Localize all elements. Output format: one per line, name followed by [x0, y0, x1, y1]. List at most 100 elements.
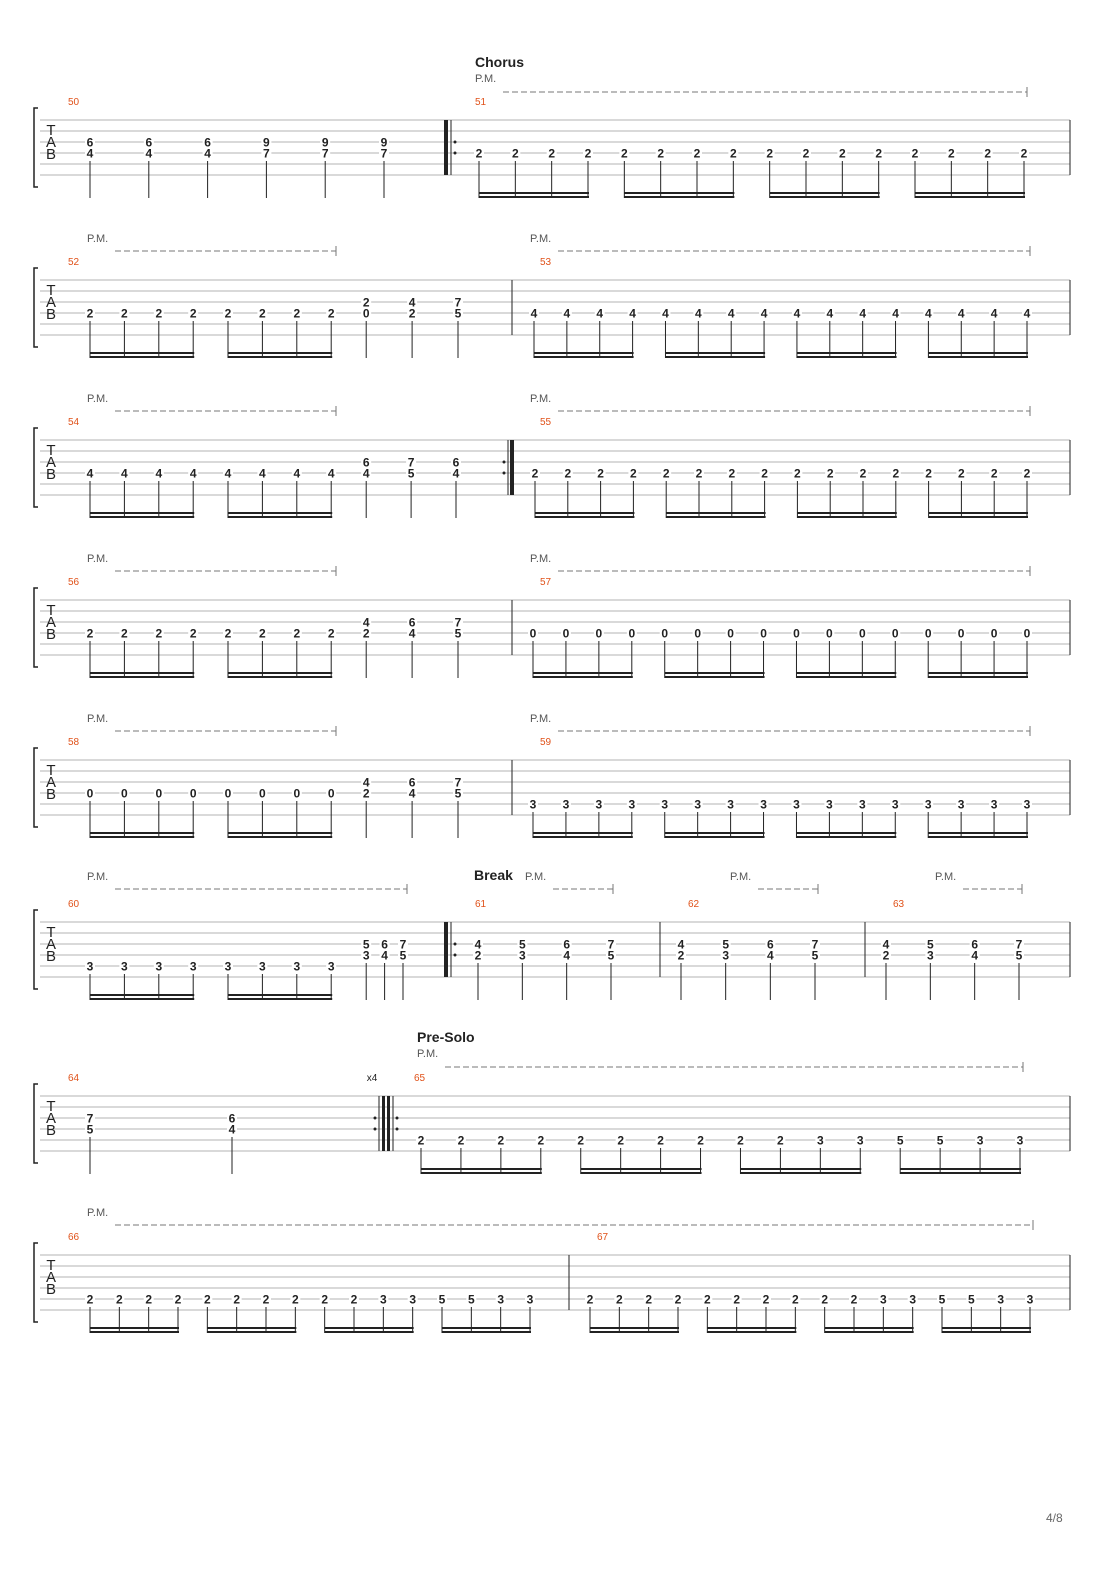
- fret-number: 0: [925, 627, 932, 641]
- fret-number: 4: [761, 307, 768, 321]
- fret-background: [726, 467, 737, 479]
- fret-number: 3: [880, 1293, 887, 1307]
- fret-number: 3: [817, 1134, 824, 1148]
- fret-number: 3: [259, 960, 266, 974]
- note: 4: [561, 307, 572, 358]
- fret-number: 7: [455, 616, 462, 630]
- note: 3: [525, 1293, 535, 1333]
- fret-background: [655, 147, 666, 159]
- fret-number: 0: [958, 627, 965, 641]
- fret-background: [119, 467, 130, 479]
- fret-background: [857, 307, 868, 319]
- fret-number: 2: [991, 467, 998, 481]
- fret-background: [455, 1134, 466, 1146]
- fret-background: [473, 938, 483, 950]
- fret-number: 3: [190, 960, 197, 974]
- note: 3: [626, 798, 637, 838]
- fret-number: 2: [697, 1134, 704, 1148]
- beam: [228, 356, 333, 358]
- fret-background: [764, 147, 775, 159]
- repeat-dot: [453, 942, 457, 946]
- note: 75: [1014, 938, 1024, 1000]
- measure-number: 54: [68, 417, 80, 428]
- fret-number: 2: [145, 1293, 152, 1307]
- note: 4: [791, 307, 802, 358]
- note: 2: [595, 467, 606, 518]
- fret-number: 7: [408, 456, 415, 470]
- beam: [624, 196, 735, 198]
- note: 0: [857, 627, 868, 678]
- fret-background: [202, 147, 213, 159]
- fret-number: 3: [121, 960, 128, 974]
- fret-number: 6: [563, 938, 570, 952]
- beam: [90, 994, 195, 996]
- fret-background: [810, 938, 820, 950]
- fret-number: 3: [563, 798, 570, 812]
- fret-background: [153, 787, 164, 799]
- fret-number: 2: [121, 307, 128, 321]
- fret-background: [1014, 949, 1024, 961]
- fret-number: 0: [190, 787, 197, 801]
- fret-background: [291, 960, 302, 972]
- beam: [928, 836, 1028, 838]
- fret-background: [1022, 307, 1032, 319]
- fret-background: [1014, 938, 1024, 950]
- note: 2: [1022, 467, 1032, 518]
- note: 0: [1022, 627, 1032, 678]
- fret-number: 2: [363, 787, 370, 801]
- fret-number: 0: [155, 787, 162, 801]
- fret-background: [969, 938, 980, 950]
- fret-number: 5: [455, 627, 462, 641]
- fret-number: 3: [1024, 798, 1031, 812]
- fret-number: 4: [531, 307, 538, 321]
- fret-number: 4: [363, 776, 370, 790]
- beam: [90, 516, 195, 518]
- fret-background: [398, 938, 408, 950]
- note: 75: [606, 938, 616, 1000]
- fret-number: 3: [155, 960, 162, 974]
- beam: [624, 192, 735, 194]
- note: 2: [792, 467, 803, 518]
- beam: [900, 1168, 1021, 1170]
- note: 2: [890, 467, 901, 518]
- note: 4: [890, 307, 901, 358]
- beam: [769, 192, 880, 194]
- fret-background: [982, 147, 993, 159]
- fret-background: [85, 1112, 95, 1124]
- fret-background: [114, 1293, 125, 1305]
- fret-number: 7: [87, 1112, 94, 1126]
- fret-background: [792, 467, 803, 479]
- measure-number: 51: [475, 97, 487, 108]
- fret-number: 4: [229, 1123, 236, 1137]
- fret-background: [407, 627, 418, 639]
- fret-number: 6: [381, 938, 388, 952]
- beam: [533, 836, 633, 838]
- note: 2: [615, 1134, 626, 1174]
- note: 2: [692, 147, 702, 198]
- fret-number: 7: [322, 147, 329, 161]
- fret-number: 2: [121, 627, 128, 641]
- fret-background: [825, 467, 836, 479]
- beam: [915, 192, 1025, 194]
- note: 0: [758, 627, 769, 678]
- fret-background: [606, 949, 616, 961]
- fret-number: 2: [190, 307, 197, 321]
- note: 2: [910, 147, 920, 198]
- fret-background: [858, 467, 868, 479]
- note: 42: [361, 616, 372, 678]
- fret-background: [956, 798, 967, 810]
- note: 2: [628, 467, 639, 518]
- fret-number: 3: [1027, 1293, 1034, 1307]
- fret-background: [881, 938, 891, 950]
- fret-background: [291, 307, 302, 319]
- fret-number: 0: [661, 627, 668, 641]
- beam: [228, 352, 333, 354]
- beam: [580, 1168, 702, 1170]
- note: 2: [291, 307, 302, 358]
- fret-background: [379, 938, 390, 950]
- note: 5: [466, 1293, 477, 1333]
